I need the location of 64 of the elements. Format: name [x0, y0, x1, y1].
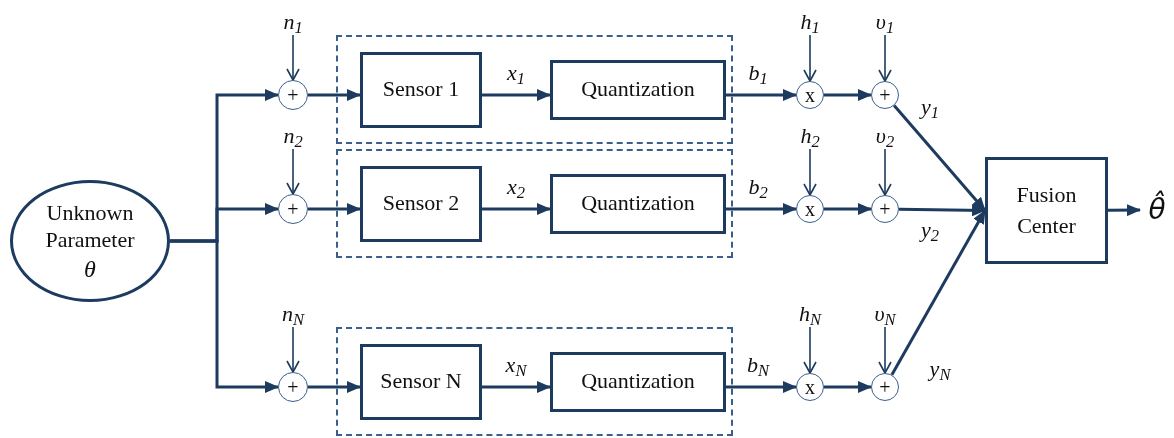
arrow — [170, 239, 279, 393]
process-box — [360, 51, 482, 128]
signal-label: n$_{1}$ — [276, 9, 310, 35]
operator-symbol: + — [879, 377, 891, 397]
arrow — [1108, 204, 1141, 217]
signal-label: υ$_{1}$ — [868, 9, 902, 35]
arrow — [803, 148, 817, 196]
operator-symbol: x — [805, 85, 815, 105]
arrow — [878, 326, 892, 374]
operator-symbol: + — [287, 377, 299, 397]
arrow — [286, 148, 300, 195]
dashed-group-box — [336, 327, 733, 436]
arrow — [824, 203, 872, 215]
arrow — [726, 203, 797, 215]
arrow — [482, 89, 551, 101]
signal-label: n$_{2}$ — [276, 123, 310, 149]
box-label: Sensor N — [379, 367, 463, 396]
arrow — [898, 204, 986, 217]
node-text: Unknown Parameter — [44, 198, 136, 254]
arrow — [308, 381, 361, 393]
arrow — [726, 89, 797, 101]
box-label: Quantization — [580, 367, 696, 396]
signal-label: υ$_{N}$ — [868, 301, 902, 327]
process-box — [550, 173, 726, 234]
parameter-symbol: θ — [84, 254, 96, 284]
operator-symbol: + — [879, 85, 891, 105]
arrow — [308, 203, 361, 215]
arrow — [878, 148, 892, 196]
arrow — [824, 381, 872, 393]
output-label: θ̂ — [1140, 186, 1174, 234]
box-label: Quantization — [580, 75, 696, 104]
signal-label: h$_{1}$ — [793, 9, 827, 35]
box-label: Quantization — [580, 189, 696, 218]
arrow — [803, 34, 817, 82]
process-box — [985, 157, 1108, 264]
arrow — [726, 381, 797, 393]
arrow — [803, 326, 817, 374]
arrow — [893, 104, 987, 212]
signal-label: n$_{N}$ — [276, 301, 310, 327]
arrow — [482, 203, 551, 215]
arrow — [286, 326, 300, 373]
process-box — [360, 165, 482, 242]
box-label: Sensor 2 — [381, 189, 461, 218]
process-box — [550, 351, 726, 412]
arrow — [890, 209, 987, 376]
arrow — [878, 34, 892, 82]
box-label: Sensor 1 — [381, 75, 461, 104]
arrow — [482, 381, 551, 393]
process-box — [550, 59, 726, 120]
arrow — [308, 89, 361, 101]
operator-symbol: + — [287, 199, 299, 219]
operator-symbol: + — [287, 85, 299, 105]
dashed-group-box — [336, 35, 733, 144]
operator-symbol: + — [879, 199, 891, 219]
signal-label: h$_{N}$ — [793, 301, 827, 327]
arrow — [824, 89, 872, 101]
signal-label: υ$_{2}$ — [868, 123, 902, 149]
process-box — [360, 343, 482, 420]
arrow — [286, 34, 300, 81]
box-label: Fusion Center — [1015, 181, 1078, 240]
operator-symbol: x — [805, 377, 815, 397]
signal-label: h$_{2}$ — [793, 123, 827, 149]
dashed-group-box — [336, 149, 733, 258]
operator-symbol: x — [805, 199, 815, 219]
